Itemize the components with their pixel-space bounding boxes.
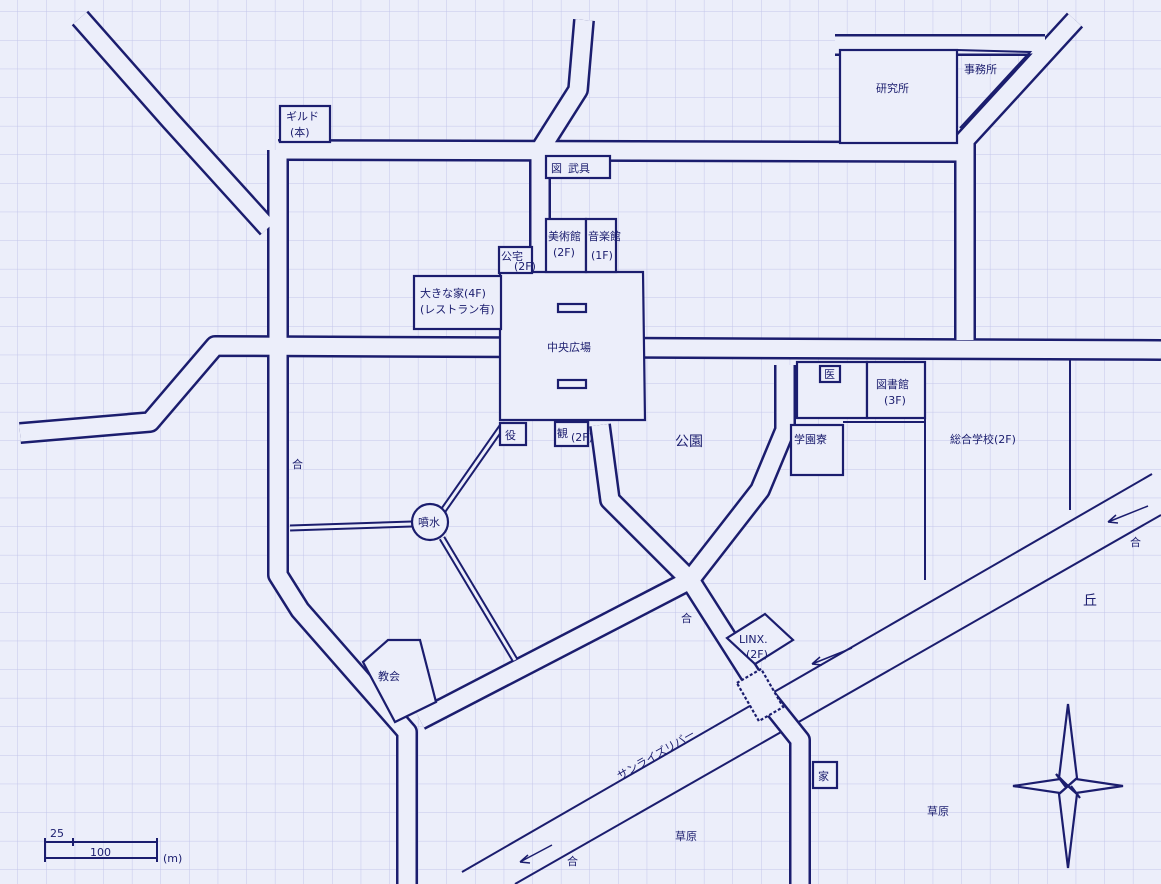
grassland-south-label: 草原: [675, 830, 697, 843]
home-label: 家: [818, 769, 829, 783]
school-boundary: [843, 360, 1071, 580]
hill-label: 丘: [1083, 593, 1097, 609]
building-2f-floor: (2F): [571, 431, 593, 444]
road: [531, 19, 593, 280]
bridge: [735, 667, 785, 723]
linx-floor: (2F): [746, 648, 768, 661]
road: [683, 365, 794, 586]
clinic-icon: [818, 364, 842, 384]
guild-building: [278, 104, 332, 144]
scale-bar: 25 100 (m): [44, 827, 182, 865]
big-house-label: 大きな家(4F): [420, 286, 486, 300]
public-house: [497, 245, 534, 275]
town-office-label: 役: [505, 428, 516, 442]
weapon-shop: [544, 154, 612, 180]
building-2f: [553, 420, 590, 448]
plaza-bench-top: [556, 302, 588, 314]
guild-sub-label: (本): [290, 125, 310, 139]
art-museum: [544, 217, 588, 274]
office-building: [956, 49, 1033, 129]
big-house-sub-label: (レストラン有): [420, 302, 495, 316]
research-lab: [838, 48, 959, 145]
marker-icon: 合: [292, 457, 303, 471]
library: [865, 360, 927, 420]
road: [277, 141, 966, 161]
public-house-floor: (2F): [514, 260, 536, 273]
church-label: 教会: [378, 670, 400, 683]
road: [416, 572, 694, 728]
fountain: [410, 502, 450, 542]
guild-label: ギルド: [286, 110, 319, 123]
road: [591, 423, 809, 884]
road: [956, 14, 1082, 340]
library-label: 図書館: [876, 377, 909, 391]
library-floor: (3F): [884, 394, 906, 407]
office-label: 事務所: [964, 62, 997, 76]
road: [19, 337, 1161, 442]
scale-unit-label: (m): [163, 852, 182, 865]
weapon-icon: 図: [551, 162, 562, 175]
music-hall: [584, 217, 618, 274]
footpaths: [289, 422, 519, 662]
marker-icon: 合: [681, 611, 692, 625]
linx-label: LINX.: [739, 633, 768, 646]
church: [361, 638, 438, 724]
scale-100-label: 100: [90, 846, 111, 859]
road: [269, 150, 416, 884]
river: [461, 473, 1161, 884]
park-label: 公園: [675, 434, 703, 450]
road: [73, 12, 275, 234]
plaza-bench-bottom: [556, 378, 588, 390]
fountain-label: 噴水: [418, 516, 440, 529]
home-building: [811, 760, 839, 790]
dormitory-label: 学園寮: [794, 432, 827, 446]
art-museum-floor: (2F): [553, 246, 575, 259]
research-lab-label: 研究所: [876, 81, 909, 95]
music-hall-floor: (1F): [591, 249, 613, 262]
music-hall-label: 音楽館: [588, 229, 621, 243]
art-museum-label: 美術館: [548, 229, 581, 243]
school-label: 総合学校(2F): [950, 432, 1016, 446]
central-plaza-label: 中央広場: [547, 341, 591, 354]
dormitory: [789, 423, 845, 477]
marker-icon: 合: [1130, 535, 1141, 549]
linx-building: [725, 612, 795, 666]
public-house-label: 公宅: [501, 249, 523, 263]
marker-icon: 合: [567, 854, 578, 868]
big-house: [412, 274, 503, 331]
clinic-label: 医: [824, 368, 835, 381]
town-office: [498, 421, 528, 447]
scale-25-label: 25: [50, 827, 64, 840]
compass-rose-icon: [1012, 703, 1124, 869]
weapon-shop-label: 武具: [568, 162, 590, 175]
grassland-east-label: 草原: [927, 805, 949, 818]
building-2f-label: 観: [557, 426, 568, 440]
